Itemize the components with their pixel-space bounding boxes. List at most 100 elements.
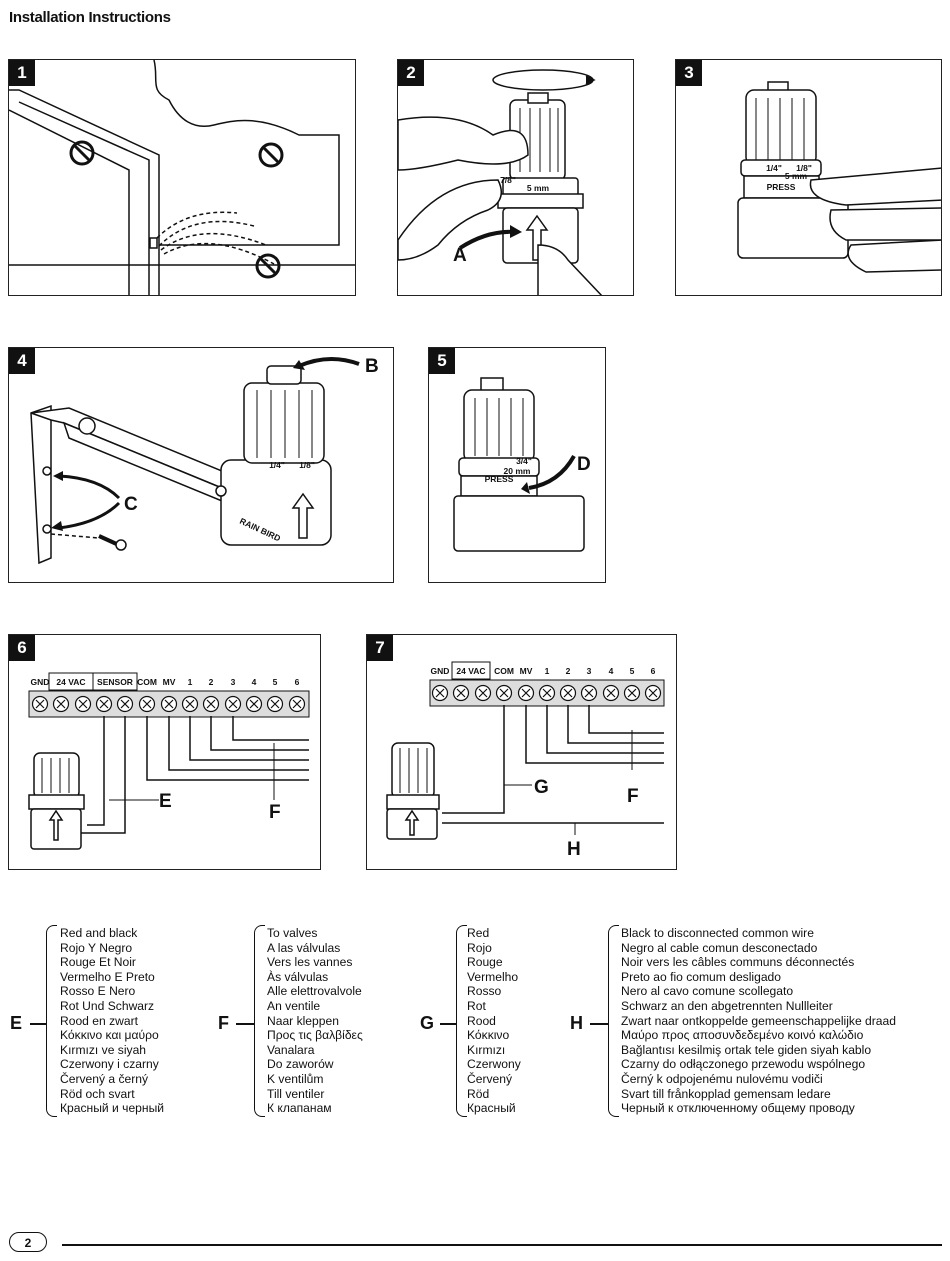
step-1-panel: 1 (8, 59, 356, 296)
terminal-screw-slot (435, 688, 445, 698)
callout-g: G (534, 777, 549, 798)
legend-item: Rojo Y Negro (60, 940, 133, 955)
legend-item: Naar kleppen (267, 1013, 339, 1028)
terminal-label: 2 (209, 677, 214, 687)
page-title: Installation Instructions (9, 9, 171, 26)
terminal-screw-slot (78, 699, 88, 709)
terminal-screw-slot (228, 699, 238, 709)
terminal-label: 1 (545, 666, 550, 676)
legend-letter: F (218, 1013, 229, 1033)
legend-item: Rouge Et Noir (60, 955, 136, 970)
legend-item: Red and black (60, 926, 138, 940)
terminal-label: 24 VAC (456, 666, 485, 676)
page-number: 2 (9, 1232, 47, 1252)
legend-brace (254, 925, 265, 1117)
size-label: 1/4" (269, 460, 285, 470)
legend-item: Červený a černý (60, 1071, 149, 1086)
legend-item: Rosso (467, 984, 502, 999)
size-label: 1/8" (796, 163, 812, 173)
step-3-illustration: 1/4" 1/8" 5 mm PRESS (737, 81, 941, 273)
legend-item: Rosso E Nero (60, 984, 136, 999)
terminal-screw-slot (185, 699, 195, 709)
legend-item: Μαύρο προς αποσυνδεδεμένο κοινό καλώδιο (621, 1028, 864, 1043)
legend-letter: H (570, 1013, 583, 1033)
legend-item: Preto ao fio comum desligado (621, 969, 781, 984)
legend-item: Às válvulas (267, 969, 329, 984)
terminal-screw-slot (206, 699, 216, 709)
callout-d: D (577, 454, 591, 475)
legend-item: Svart till frånkopplad gemensam ledare (621, 1086, 831, 1101)
step-number: 6 (9, 635, 35, 661)
terminal-screw-slot (456, 688, 466, 698)
legend-item: Rood en zwart (60, 1013, 138, 1028)
legend-item: Czerwony i czarny (60, 1057, 159, 1072)
terminal-label: SENSOR (97, 677, 133, 687)
terminal-label: GND (31, 677, 50, 687)
legend-item: Nero al cavo comune scollegato (621, 984, 794, 999)
legend-brace (46, 925, 57, 1117)
legend-item: Rot (467, 998, 486, 1013)
legend-connector (590, 1023, 608, 1025)
legend-item: К клапанам (267, 1101, 332, 1116)
step-2-panel: 7/8" 5 mm A 2 (397, 59, 634, 296)
callout-f: F (269, 802, 281, 823)
legend-item: Röd och svart (60, 1086, 135, 1101)
terminal-screw-slot (499, 688, 509, 698)
legend-item: Vanalara (267, 1042, 315, 1057)
legend-item: Красный и черный (60, 1101, 165, 1116)
step-4-illustration: 1/4" 1/8" RAIN BIRD B C (30, 356, 379, 565)
size-label: 7/8" (500, 175, 516, 185)
callout-a: A (453, 245, 467, 266)
callout-c: C (124, 494, 138, 515)
step-number: 3 (676, 60, 702, 86)
legend-item: Vermelho (467, 969, 519, 984)
terminal-label: COM (494, 666, 514, 676)
legend-item: Červený (467, 1071, 513, 1086)
size-label: 20 mm (504, 466, 531, 476)
terminal-screw-slot (292, 699, 302, 709)
terminal-label: GND (431, 666, 450, 676)
callout-b: B (365, 356, 379, 377)
legend-item: A las válvulas (267, 940, 341, 955)
terminal-label: 4 (609, 666, 614, 676)
terminal-screw-slot (627, 688, 637, 698)
step-number: 1 (9, 60, 35, 86)
step-5-panel: 3/4" 20 mm PRESS D 5 (428, 347, 606, 583)
step-number: 7 (367, 635, 393, 661)
terminal-screw-slot (478, 688, 488, 698)
legend-brace (456, 925, 467, 1117)
step-3-panel: 1/4" 1/8" 5 mm PRESS 3 (675, 59, 942, 296)
size-label: 1/4" (766, 163, 782, 173)
legend-item: Do zaworów (267, 1057, 334, 1072)
no-symbol-icon (69, 140, 95, 166)
size-label: 3/4" (516, 456, 532, 466)
legend-item: Czerwony (467, 1057, 521, 1072)
terminal-screw-slot (120, 699, 130, 709)
terminal-screw-slot (142, 699, 152, 709)
terminal-screw-slot (584, 688, 594, 698)
terminal-screw-slot (35, 699, 45, 709)
step-5-illustration: 3/4" 20 mm PRESS D (453, 377, 591, 552)
legend-item: Kırmızı (467, 1042, 506, 1057)
terminal-screw-slot (164, 699, 174, 709)
press-label: PRESS (485, 474, 514, 484)
terminal-label: 5 (273, 677, 278, 687)
step-number: 2 (398, 60, 424, 86)
legend-item: Rojo (467, 940, 492, 955)
legend-item: Rouge (467, 955, 503, 970)
step-number: 4 (9, 348, 35, 374)
callout-f: F (627, 786, 639, 807)
step-2-illustration: 7/8" 5 mm A (398, 69, 603, 295)
no-symbol-icon (258, 142, 284, 168)
terminal-screw-slot (606, 688, 616, 698)
callout-e: E (159, 791, 172, 812)
legend-item: Κόκκινο (467, 1028, 510, 1043)
legend-item: Bağlantısı kesilmiş ortak tele giden siy… (621, 1042, 872, 1057)
legend-item: Rot Und Schwarz (60, 998, 155, 1013)
legend-item: An ventile (267, 998, 321, 1013)
